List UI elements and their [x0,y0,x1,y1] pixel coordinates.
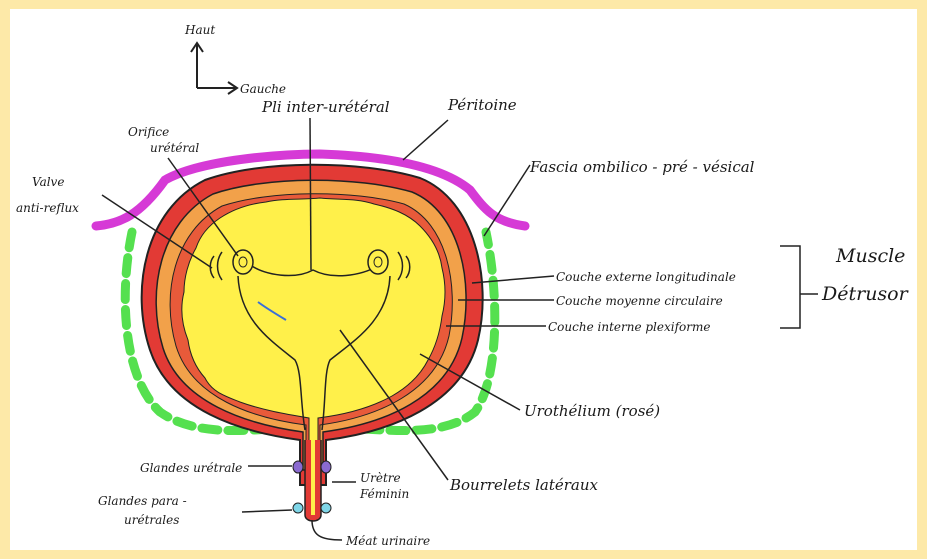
label-uretre-2: Féminin [359,487,409,501]
glande-uretrale-left [293,461,303,473]
label-fascia: Fascia ombilico - pré - vésical [529,158,755,176]
orifice-ureteral-right [368,250,388,274]
label-orifice-1: Orifice [128,125,169,139]
label-orifice-2: urétéral [150,141,199,155]
orientation-indicator: Haut Gauche [184,23,286,96]
label-meat-urinaire: Méat urinaire [345,534,430,548]
glande-paraurethrale-right [321,503,331,513]
label-glandes-uretrales: Glandes urétrale [140,461,242,475]
muscle-bracket [780,246,800,328]
label-urothelium: Urothélium (rosé) [524,402,660,420]
label-valve-2: anti-reflux [16,201,79,215]
label-muscle-1: Muscle [835,245,905,267]
label-peritoine: Péritoine [447,96,517,114]
label-couche-moyenne: Couche moyenne circulaire [556,294,723,308]
label-glandes-para-2: urétrales [124,513,179,527]
leader-peritoine [403,120,448,160]
glande-paraurethrale-left [293,503,303,513]
label-glandes-para-1: Glandes para - [98,494,187,508]
label-couche-interne: Couche interne plexiforme [548,320,710,334]
label-couche-externe: Couche externe longitudinale [556,270,736,284]
leader-couche-externe [472,276,554,283]
glande-uretrale-right [321,461,331,473]
label-valve-1: Valve [32,175,64,189]
leader-glandes-para [242,510,292,512]
label-bourrelets: Bourrelets latéraux [449,476,599,494]
label-pli-inter-ureteral: Pli inter-urétéral [261,98,390,116]
label-muscle-2: Détrusor [821,283,910,305]
left-label: Gauche [240,82,286,96]
up-label: Haut [184,23,215,37]
leader-meat [312,520,342,540]
label-uretre-1: Urètre [360,471,401,485]
leader-pli [310,118,311,270]
